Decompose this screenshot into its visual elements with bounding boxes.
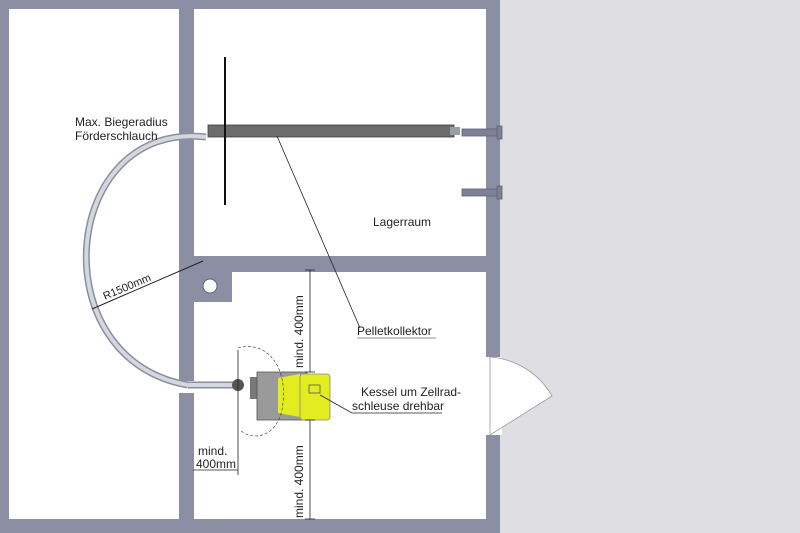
- boiler-label-line1: Kessel um Zellrad-: [361, 385, 461, 399]
- wall-penetration-hole: [202, 278, 218, 294]
- radius-line: [91, 260, 204, 310]
- boiler-label-line2: schleuse drehbar: [352, 399, 444, 413]
- pellet-collector-label: Pelletkollektor: [357, 324, 432, 338]
- pellet-collector: [207, 57, 460, 205]
- boiler-room-floor: [194, 272, 486, 519]
- boiler-leader: [319, 394, 442, 414]
- collector-leader: [276, 135, 361, 329]
- hose-bend-label-line1: Max. Biegeradius: [75, 115, 168, 129]
- rooms: [9, 9, 502, 519]
- clearance-left-label-line1: mind.: [198, 444, 227, 458]
- left-room-floor: [9, 9, 179, 519]
- fill-pipes: [461, 125, 503, 200]
- clearance-left-label-line2: 400mm: [196, 457, 236, 471]
- rotation-arc: [237, 346, 284, 437]
- hose-bend-label-line2: Förderschlauch: [75, 129, 158, 143]
- clearance-bottom-label: mind. 400mm: [292, 445, 306, 518]
- storage-room-label: Lagerraum: [373, 215, 431, 229]
- conveying-hose: [82, 132, 236, 389]
- clearance-top-label: mind. 400mm: [292, 295, 306, 368]
- clearance-dimensions: [193, 269, 315, 520]
- door-swing: [489, 356, 553, 436]
